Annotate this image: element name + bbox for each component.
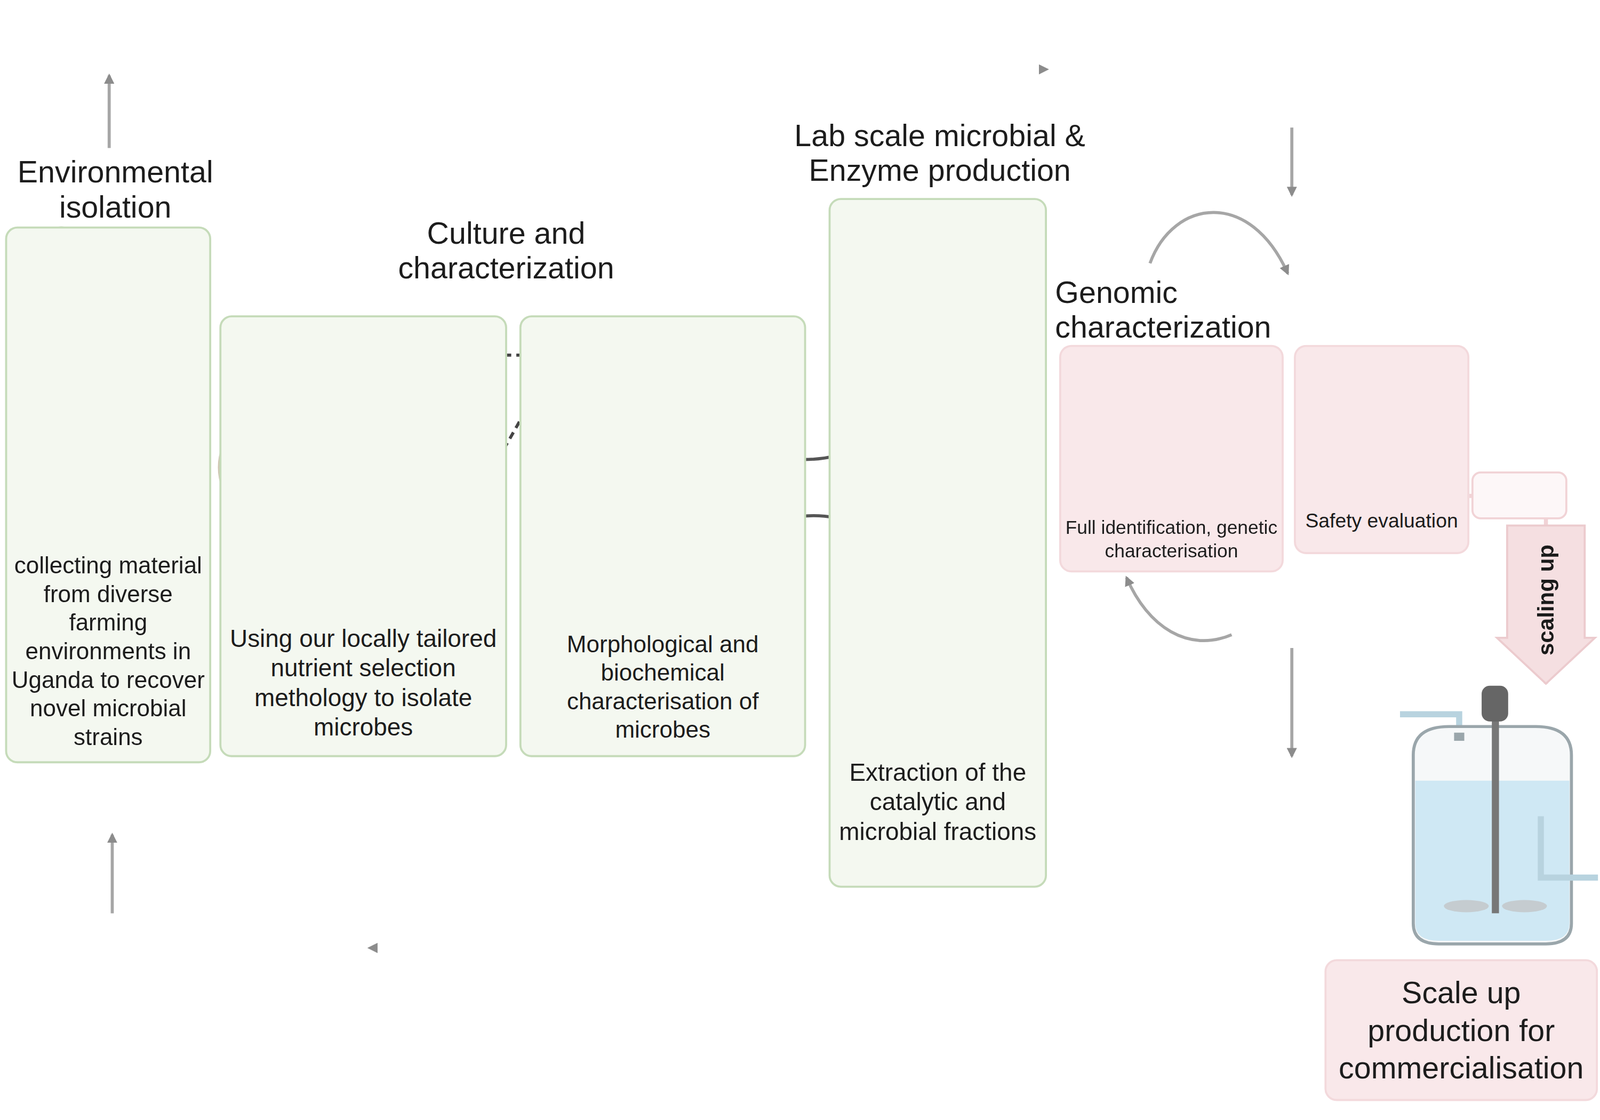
stage-heading: Environmental isolation <box>6 155 224 225</box>
box-text: Scale up production for commercialisatio… <box>1330 973 1592 1087</box>
label-box: Scale up production for commercialisatio… <box>1324 958 1598 1101</box>
process-box: Morphological and biochemical characteri… <box>519 315 807 757</box>
box-text: collecting material from diverse farming… <box>6 550 210 751</box>
stage-heading: Culture and characterization <box>372 216 640 286</box>
box-text: Safety evaluation <box>1296 508 1468 533</box>
stage-heading: Lab scale microbial & Enzyme production <box>785 118 1094 188</box>
stage-heading: Genomic characterization <box>1054 275 1296 346</box>
box-text: Using our locally tailored nutrient sele… <box>221 623 506 742</box>
process-box: Environmental isolationcollecting materi… <box>5 226 212 764</box>
box-text: Extraction of the catalytic and microbia… <box>830 757 1045 846</box>
cycle-arrows <box>109 69 1292 948</box>
box-text: Morphological and biochemical characteri… <box>521 629 805 744</box>
scale-up-stage: Scale up production for commercialisatio… <box>1324 685 1598 1094</box>
bioreactor <box>1400 685 1598 944</box>
process-box: Using our locally tailored nutrient sele… <box>219 315 508 757</box>
edge-label: scaling up <box>1532 544 1560 656</box>
process-box: Genomic characterizationFull identificat… <box>1059 345 1284 573</box>
process-box: Safety evaluation <box>1293 345 1470 555</box>
box-text: Full identification, genetic characteris… <box>1061 515 1282 563</box>
process-box: Lab scale microbial & Enzyme productionE… <box>828 197 1047 888</box>
scale-up-arrow <box>1469 472 1595 684</box>
